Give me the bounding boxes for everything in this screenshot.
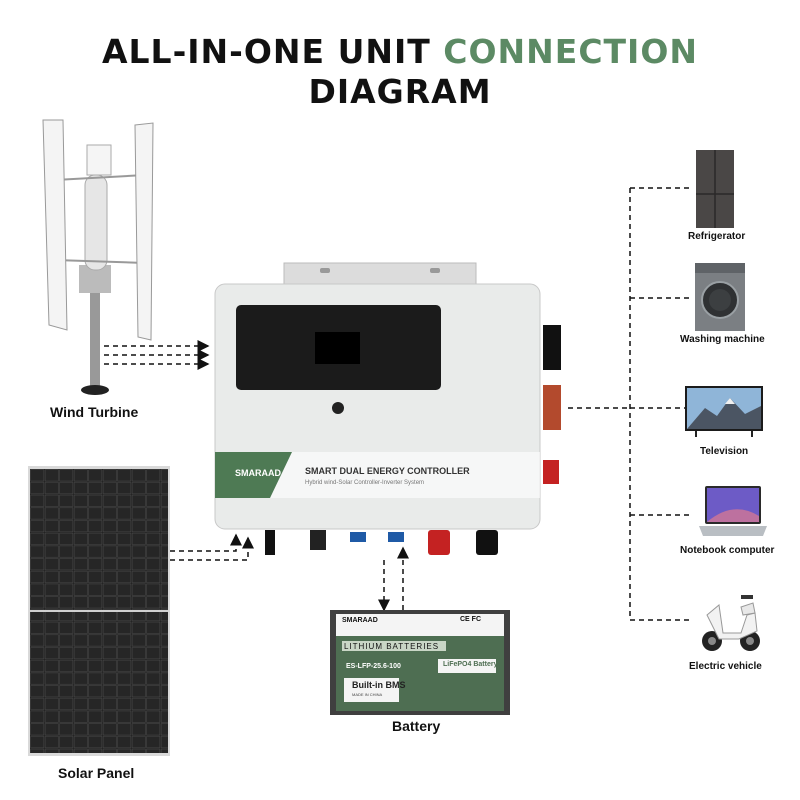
battery-bms: Built-in BMS — [352, 680, 406, 690]
load-television-label: Television — [700, 446, 749, 457]
title-part1: ALL-IN-ONE UNIT — [101, 32, 431, 71]
load-electric-vehicle-label: Electric vehicle — [689, 661, 762, 672]
load-refrigerator-label: Refrigerator — [688, 231, 746, 242]
battery-origin: MADE IN CHINA — [352, 692, 383, 697]
load-washing-machine-label: Washing machine — [680, 334, 765, 345]
battery-label: Battery — [392, 718, 441, 734]
wind-turbine-label: Wind Turbine — [50, 404, 139, 420]
battery-brand: SMARAAD — [342, 617, 378, 624]
controller-product-name: SMART DUAL ENERGY CONTROLLER — [305, 466, 470, 476]
battery-chemistry: LiFePO4 Battery — [443, 661, 498, 668]
washing-machine-icon — [695, 263, 745, 331]
battery-model: ES-LFP-25.6-100 — [346, 663, 401, 670]
diagram-title-line2: DIAGRAM — [308, 72, 492, 111]
controller-subtitle: Hybrid wind-Solar Controller-Inverter Sy… — [305, 480, 425, 486]
battery-header: LITHIUM BATTERIES — [344, 642, 440, 651]
controller-brand: SMARAAD — [235, 468, 281, 478]
television-icon — [685, 386, 763, 437]
controller-unit — [214, 262, 561, 555]
solar-panel-label: Solar Panel — [58, 765, 135, 781]
scooter-icon — [702, 595, 760, 651]
laptop-icon — [699, 486, 767, 536]
refrigerator-icon — [696, 150, 734, 228]
load-laptop-label: Notebook computer — [680, 545, 775, 556]
battery-cert-marks: CE FC — [460, 616, 481, 623]
wind-turbine-icon — [42, 119, 154, 395]
title-part2-accent: CONNECTION — [443, 32, 699, 71]
solar-panel-icon — [28, 466, 170, 756]
diagram-title-line1: ALL-IN-ONE UNIT CONNECTION — [0, 32, 800, 71]
battery-icon — [330, 610, 510, 715]
